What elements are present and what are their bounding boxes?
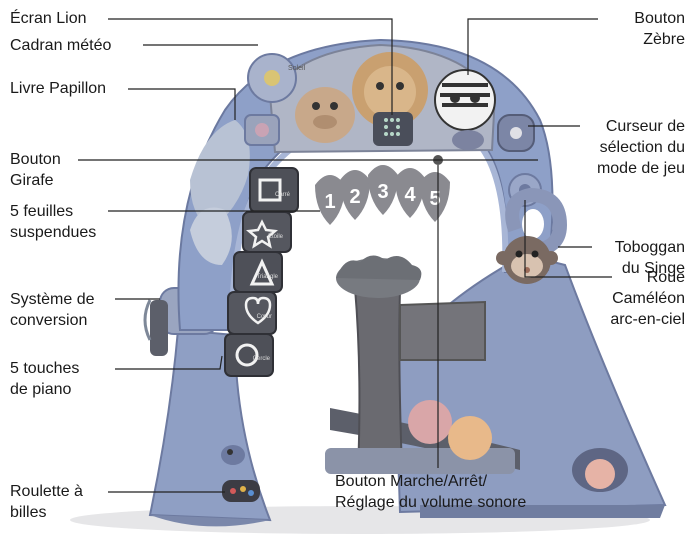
label-bouton-girafe-line2: Girafe (10, 172, 54, 189)
label-conversion-line2: conversion (10, 312, 88, 329)
label-piano-line1: 5 touches (10, 360, 80, 377)
tree-trunk (353, 286, 404, 474)
label-roue-line2: Caméléon (612, 290, 685, 307)
label-bouton-zebre: Bouton Zèbre (634, 8, 685, 50)
leaf-number-5: 5 (429, 188, 440, 210)
leaf-number-1: 1 (324, 191, 335, 213)
label-marche-line1: Bouton Marche/Arrêt/ (335, 473, 488, 490)
label-conversion-line1: Système de (10, 291, 95, 308)
leaf-number-2: 2 (349, 186, 360, 208)
key-label-triangle: Triangle (257, 274, 279, 280)
leaf-number-3: 3 (377, 181, 388, 203)
ball-pink (408, 400, 452, 444)
label-feuilles-line1: 5 feuilles (10, 203, 74, 220)
label-curseur-line2: sélection du (599, 139, 685, 156)
key-label-cercle: Cercle (253, 356, 271, 362)
label-marche-line2: Réglage du volume sonore (335, 494, 527, 511)
monkey-slide (505, 187, 568, 257)
hanging-leaves (315, 165, 450, 225)
label-feuilles-suspendues: 5 feuilles suspendues (10, 201, 96, 243)
label-bouton-girafe: Bouton Girafe (10, 149, 61, 191)
label-bouton-girafe-line1: Bouton (10, 151, 61, 168)
leader-lines (78, 18, 612, 493)
label-bouton-marche: Bouton Marche/Arrêt/ Réglage du volume s… (335, 471, 526, 513)
label-roue-line3: arc-en-ciel (610, 311, 685, 328)
label-zebre-line2: Zèbre (643, 31, 685, 48)
label-piano-line2: de piano (10, 381, 72, 398)
label-curseur-line1: Curseur de (605, 118, 685, 135)
label-zebre-line1: Bouton (634, 10, 685, 27)
label-roulette-billes: Roulette à billes (10, 481, 83, 523)
label-feuilles-line2: suspendues (10, 224, 97, 241)
leaf-number-4: 4 (404, 184, 416, 206)
label-toboggan-line1: Toboggan (614, 239, 685, 256)
label-roue-cameleon: Roue Caméléon arc-en-ciel (610, 267, 685, 330)
label-curseur-mode: Curseur de sélection du mode de jeu (597, 116, 685, 179)
label-curseur-line3: mode de jeu (596, 160, 685, 177)
key-label-etoile: Étoile (268, 233, 284, 240)
label-systeme-conversion: Système de conversion (10, 289, 94, 331)
ball-orange (448, 416, 492, 460)
label-roue-line1: Roue (646, 269, 685, 286)
label-touches-piano: 5 touches de piano (10, 358, 79, 400)
sign-soleil: Soleil (288, 65, 306, 72)
label-cadran-meteo: Cadran météo (10, 37, 112, 54)
label-roulette-line1: Roulette à (10, 483, 83, 500)
label-livre-papillon: Livre Papillon (10, 80, 107, 97)
key-label-coeur: Cœur (257, 314, 272, 320)
label-toboggan-line2: du Singe (621, 260, 685, 277)
label-ecran-lion: Écran Lion (10, 10, 87, 27)
lion-screen (373, 112, 413, 146)
label-roulette-line2: billes (10, 504, 47, 521)
key-label-carre: Carré (275, 192, 291, 198)
zebra (434, 69, 496, 131)
label-toboggan-singe: Toboggan du Singe (615, 237, 685, 279)
